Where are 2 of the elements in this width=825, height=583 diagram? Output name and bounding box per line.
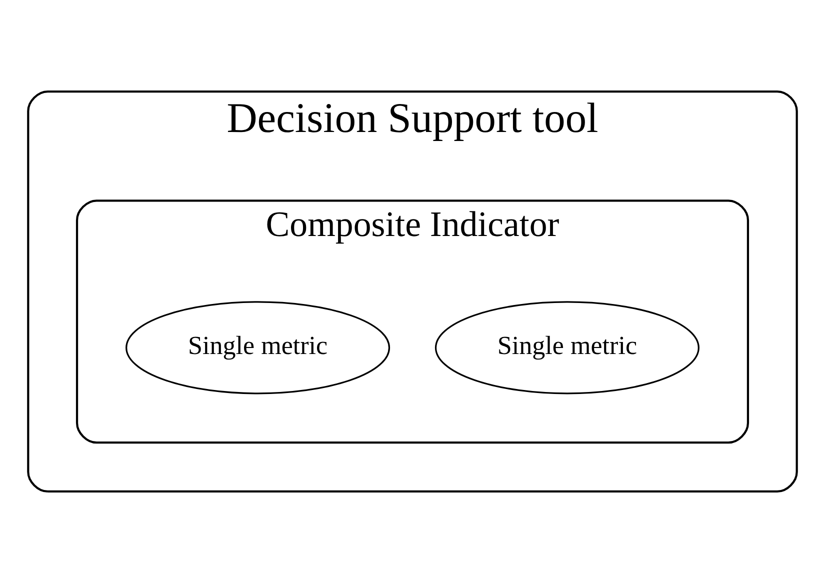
node-ellipse: Single metric (434, 301, 700, 394)
node-ellipse: Single metric (126, 301, 390, 394)
